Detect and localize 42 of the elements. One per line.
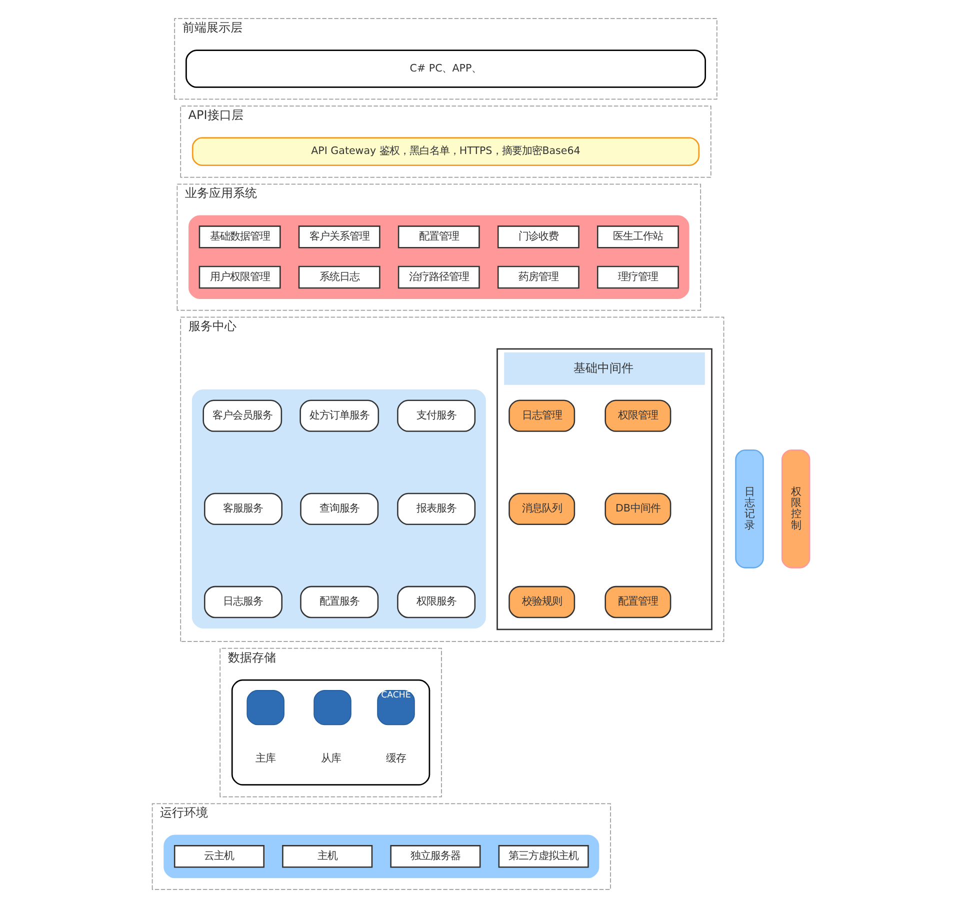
node-box: 基础数据管理 (198, 226, 280, 248)
node-box: 配置管理 (604, 586, 671, 618)
node-box: 查询服务 (300, 492, 378, 525)
node-box: 理疗管理 (596, 266, 678, 289)
node-box: 配置服务 (300, 586, 378, 618)
node-box: C# PC、APP、 (185, 50, 706, 88)
node-label: 主库 (255, 752, 276, 765)
node-label: 缓存 (385, 752, 406, 765)
node-box: 权限管理 (604, 400, 671, 432)
node-box (246, 690, 284, 726)
node-box: 消息队列 (508, 492, 575, 525)
node-box: 配置管理 (397, 226, 480, 248)
node-box: 用户权限管理 (198, 266, 280, 289)
node-box: API Gateway 鉴权，黑白名单，HTTPS，摘要加密Base64 (191, 137, 700, 166)
cluster (163, 834, 599, 878)
node-box: 处方订单服务 (299, 400, 379, 432)
node-box: 系统日志 (298, 266, 380, 289)
node-box (313, 690, 351, 726)
node-box: 权限控制 (780, 450, 810, 568)
cluster (230, 679, 430, 786)
node-box: 治疗路径管理 (397, 266, 480, 289)
node-box: 权限服务 (396, 586, 476, 618)
node-label: 从库 (320, 752, 340, 765)
node-box: 校验规则 (508, 586, 575, 618)
node-box: 药房管理 (496, 266, 579, 289)
node-box: 日志管理 (508, 400, 575, 432)
node-box: 第三方虚拟主机 (498, 845, 588, 868)
node-box: 客服服务 (204, 492, 282, 525)
node-box: 报表服务 (396, 492, 476, 525)
node-box: DB中间件 (604, 492, 671, 525)
node-box: 独立服务器 (390, 845, 480, 868)
node-box: 云主机 (173, 845, 264, 868)
node-box: 主机 (282, 845, 372, 868)
node-box: 客户关系管理 (298, 226, 380, 248)
node-box: 日志服务 (204, 586, 282, 618)
cluster (191, 389, 486, 628)
node-box: 客户会员服务 (202, 400, 282, 432)
node-box: 日志记录 (734, 450, 764, 568)
node-box: 门诊收费 (496, 226, 579, 248)
node-box: CACHE (376, 690, 414, 726)
node-box: 支付服务 (396, 400, 476, 432)
node-box: 医生工作站 (596, 226, 678, 248)
